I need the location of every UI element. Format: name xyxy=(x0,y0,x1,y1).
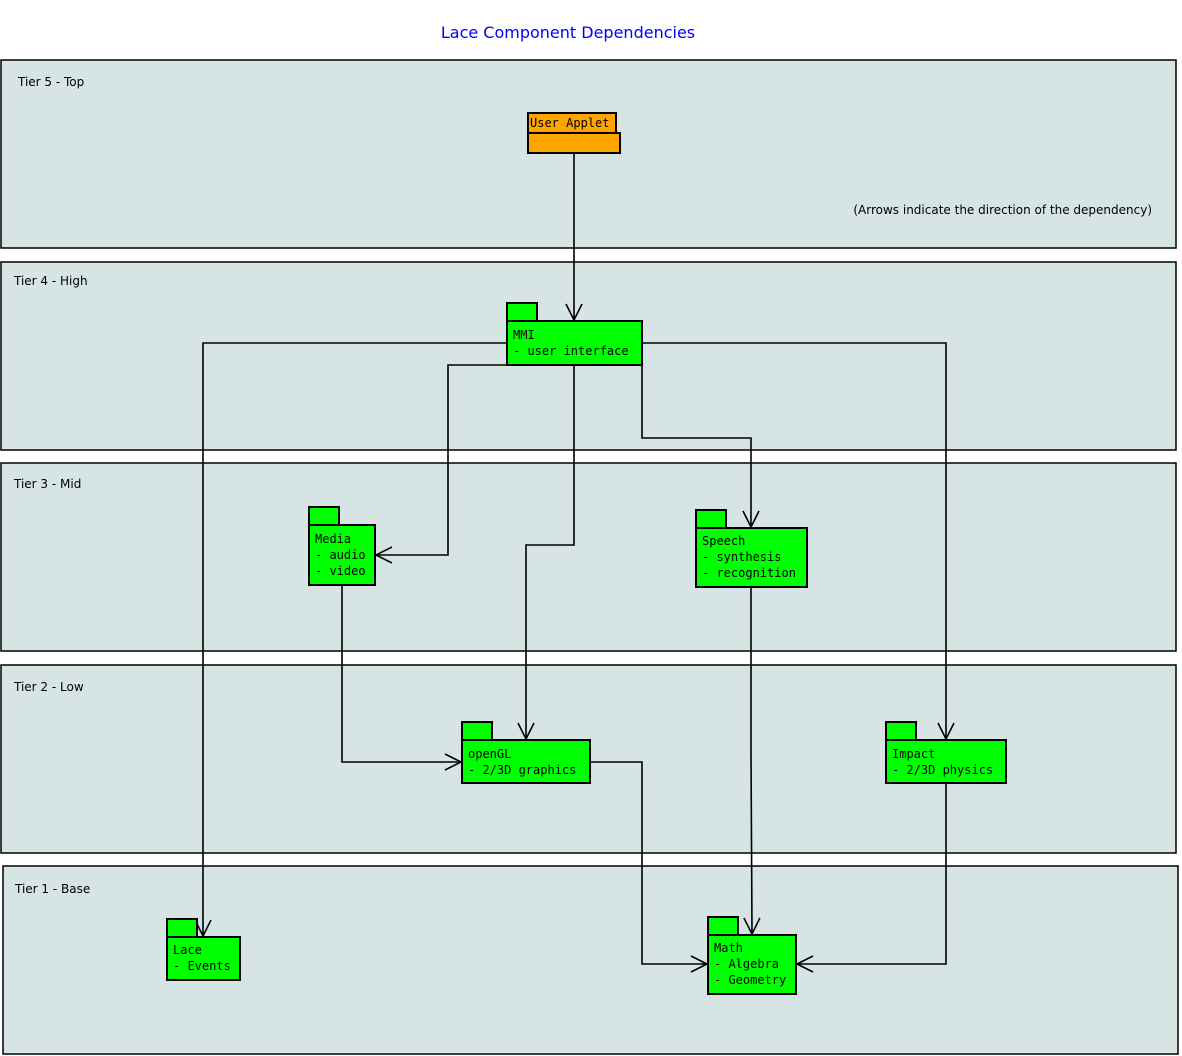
diagram-title: Lace Component Dependencies xyxy=(441,23,695,42)
package-name: MMI xyxy=(513,328,535,342)
package-name: openGL xyxy=(468,747,511,761)
package-line: - Algebra xyxy=(714,957,779,971)
tier-label: Tier 5 - Top xyxy=(17,75,84,89)
edge-media-opengl xyxy=(341,585,463,771)
tier-3: Tier 3 - Mid xyxy=(0,462,1177,652)
package-line: - video xyxy=(315,564,366,578)
package-math[interactable]: Math - Algebra - Geometry xyxy=(707,916,797,995)
edge-mmi-lace xyxy=(194,342,507,938)
tier-label: Tier 2 - Low xyxy=(13,680,84,694)
package-user-applet[interactable]: User Applet xyxy=(527,112,621,154)
package-media[interactable]: Media - audio - video xyxy=(308,506,376,586)
edge-mmi-media xyxy=(374,364,507,564)
edge-mmi-opengl xyxy=(517,365,575,741)
tier-4: Tier 4 - High xyxy=(0,261,1177,451)
package-name: Media xyxy=(315,532,351,546)
package-name: User Applet xyxy=(530,116,609,130)
edge-impact-math xyxy=(795,783,947,973)
package-impact[interactable]: Impact - 2/3D physics xyxy=(885,721,1007,784)
tier-1: Tier 1 - Base xyxy=(2,865,1179,1055)
package-line: - recognition xyxy=(702,566,796,580)
package-line: - Events xyxy=(173,959,231,973)
package-line: - user interface xyxy=(513,344,629,358)
edge-mmi-impact xyxy=(642,342,955,741)
tier-label: Tier 4 - High xyxy=(13,274,88,288)
package-line: - 2/3D graphics xyxy=(468,763,576,777)
package-line: - 2/3D physics xyxy=(892,763,993,777)
package-name: Lace xyxy=(173,943,202,957)
edge-speech-math xyxy=(743,587,761,936)
tier-label: Tier 1 - Base xyxy=(14,882,90,896)
legend-note: (Arrows indicate the direction of the de… xyxy=(853,203,1152,217)
edge-mmi-speech xyxy=(641,365,760,529)
package-speech[interactable]: Speech - synthesis - recognition xyxy=(695,509,808,588)
package-line: - synthesis xyxy=(702,550,781,564)
package-name: Speech xyxy=(702,534,745,548)
package-lace[interactable]: Lace - Events xyxy=(166,918,241,981)
package-line: - audio xyxy=(315,548,366,562)
tier-label: Tier 3 - Mid xyxy=(13,477,81,491)
package-mmi[interactable]: MMI - user interface xyxy=(506,302,643,366)
edge-opengl-math xyxy=(590,761,709,973)
package-line: - Geometry xyxy=(714,973,786,987)
dependency-edges xyxy=(194,153,955,973)
package-opengl[interactable]: openGL - 2/3D graphics xyxy=(461,721,591,784)
package-name: Math xyxy=(714,941,743,955)
package-name: Impact xyxy=(892,747,935,761)
